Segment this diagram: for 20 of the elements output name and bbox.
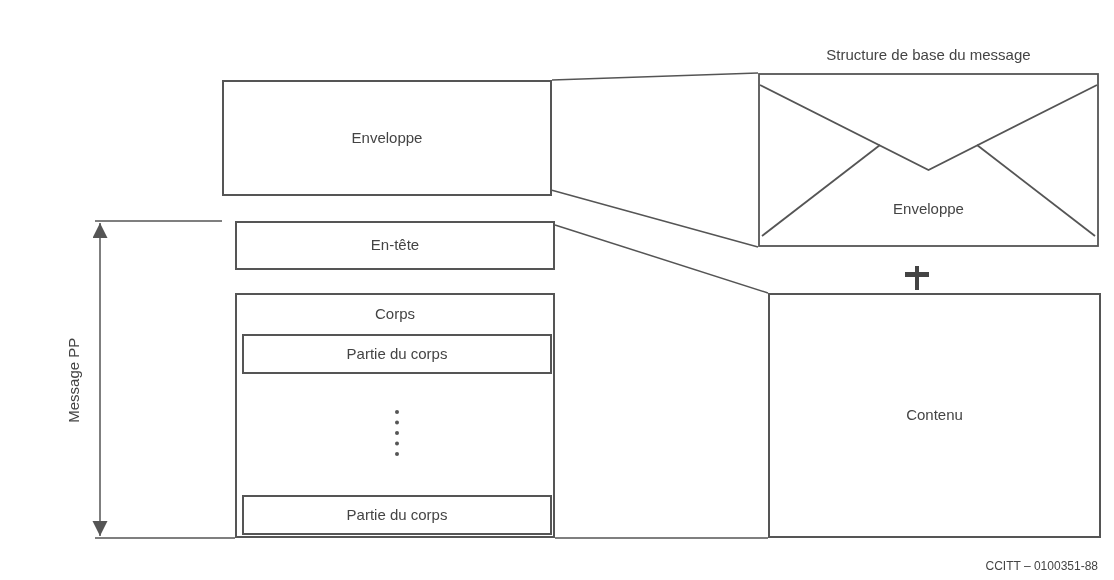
text-box <box>242 334 552 374</box>
reference-code: CCITT – 0100351-88 <box>985 559 1098 573</box>
box-heading: Corps <box>375 304 415 324</box>
box-label: Enveloppe <box>351 127 423 148</box>
box-label: Partie du corps <box>346 504 448 525</box>
connector-line <box>551 72 759 81</box>
box-label: Contenu <box>906 405 963 426</box>
envelope-label: Enveloppe <box>893 199 964 219</box>
connector-line <box>554 224 769 294</box>
text-box <box>235 221 555 270</box>
text-box <box>222 80 552 196</box>
box-label: Partie du corps <box>346 343 448 364</box>
dimension-label: Message PP <box>64 337 84 423</box>
envelope-heading: Structure de base du message <box>826 45 1031 65</box>
box-label: En-tête <box>370 235 420 256</box>
text-box <box>768 293 1101 538</box>
text-box <box>242 495 552 535</box>
connector-line <box>551 189 759 248</box>
container-box <box>235 293 555 538</box>
connector-line <box>554 537 769 539</box>
